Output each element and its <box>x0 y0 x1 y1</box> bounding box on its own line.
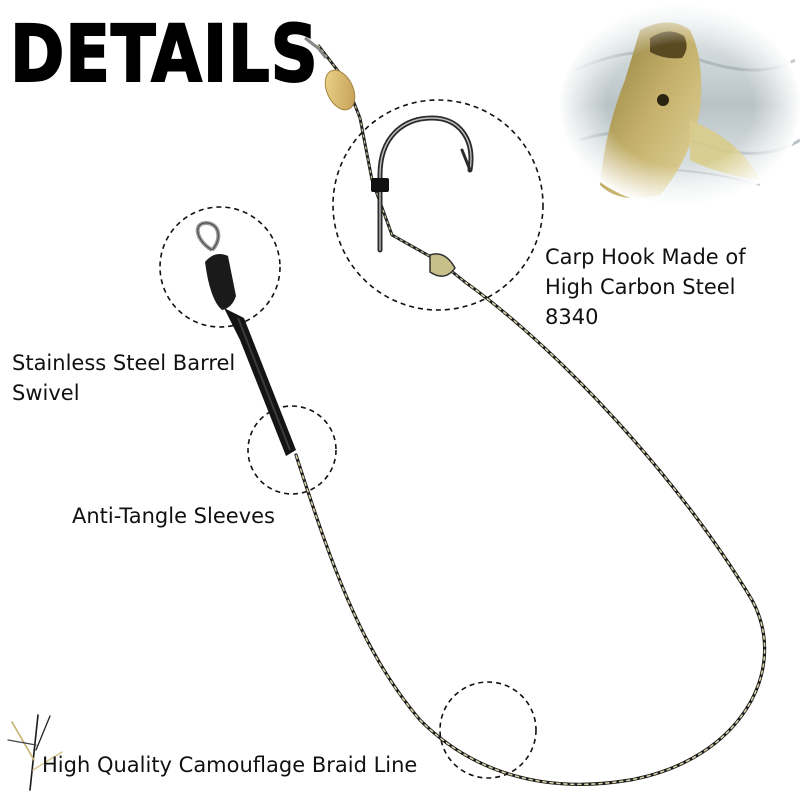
carp-hook <box>371 115 474 277</box>
bead <box>304 36 356 111</box>
braid-label: High Quality Camouflage Braid Line <box>42 753 418 777</box>
swivel-highlight-circle <box>159 206 281 328</box>
swivel-and-sleeve <box>195 221 296 456</box>
carp-photo <box>558 3 800 207</box>
braid-line <box>294 280 767 786</box>
braid-end-frayed <box>7 714 63 791</box>
swivel-label: Stainless Steel Barrel Swivel <box>12 351 236 405</box>
hook-highlight-circle <box>332 99 544 311</box>
page-title: DETAILS <box>9 10 319 100</box>
sleeve-highlight-circle <box>247 405 337 495</box>
sleeve-label: Anti-Tangle Sleeves <box>72 504 275 528</box>
highlight-circles <box>159 99 544 779</box>
braid-highlight-circle <box>439 681 537 779</box>
hook-label: Carp Hook Made of High Carbon Steel 8340 <box>545 245 746 329</box>
